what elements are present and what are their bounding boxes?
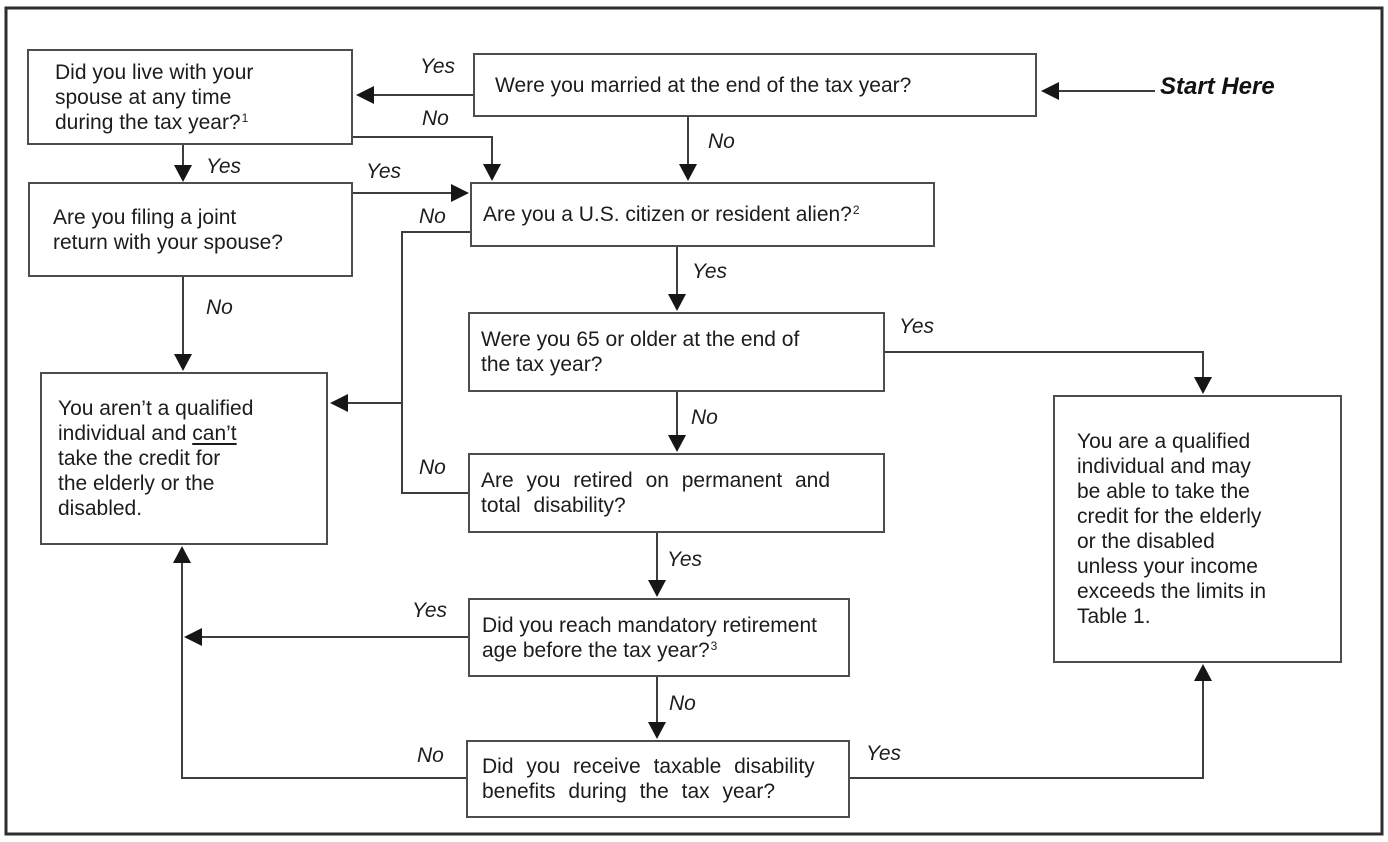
citizen-yes-arrowhead: [668, 294, 686, 311]
label-married-yes: Yes: [420, 55, 456, 78]
not-qualified-left-arrowhead: [330, 394, 348, 412]
edge-citizen-yes: [668, 247, 686, 311]
label-live-with-spouse-yes: Yes: [206, 155, 242, 178]
label-live-with-spouse-no: No: [422, 107, 449, 130]
node-not-qualified-text-before: You aren’t a qualified individual and: [58, 397, 254, 445]
edge-married-no: [679, 117, 697, 181]
label-citizen-yes: Yes: [692, 260, 728, 283]
node-retired-disability: Are you retired on permanent and total d…: [468, 453, 885, 533]
mandatory-age-no-arrowhead: [648, 722, 666, 739]
edge-start: [1041, 82, 1155, 100]
footnote-1-marker: 1: [241, 110, 249, 125]
label-age65-no: No: [691, 406, 718, 429]
node-age65: Were you 65 or older at the end of the t…: [468, 312, 885, 392]
node-married: Were you married at the end of the tax y…: [473, 53, 1037, 117]
figure-border: [4, 6, 1384, 836]
mandatory-age-yes-arrowhead: [184, 628, 202, 646]
benefits-yes-arrowhead: [1194, 664, 1212, 681]
start-here-label: Start Here: [1160, 73, 1275, 100]
retired-yes-arrowhead: [648, 580, 666, 597]
node-mandatory-age-text: Did you reach mandatory retirement age b…: [482, 613, 817, 662]
node-mandatory-age: Did you reach mandatory retirement age b…: [468, 598, 850, 677]
edge-benefits-no: [173, 546, 468, 779]
edge-age65-yes: [885, 351, 1212, 394]
node-age65-text: Were you 65 or older at the end of the t…: [481, 328, 800, 376]
edge-joint-return-yes: [353, 184, 469, 202]
node-qualified-text: You are a qualified individual and may b…: [1077, 430, 1267, 628]
start-arrowhead: [1041, 82, 1059, 100]
label-age65-yes: Yes: [899, 315, 935, 338]
married-yes-arrowhead: [356, 86, 374, 104]
label-retired-yes: Yes: [667, 548, 703, 571]
edge-mandatory-age-yes: [184, 628, 468, 646]
label-joint-return-yes: Yes: [366, 160, 402, 183]
edge-age65-no: [668, 392, 686, 452]
live-with-spouse-yes-arrowhead: [174, 165, 192, 182]
label-benefits-yes: Yes: [866, 742, 902, 765]
node-retired-disability-text: Are you retired on permanent and total d…: [481, 469, 831, 517]
label-retired-no: No: [419, 456, 446, 479]
edge-benefits-yes: [850, 664, 1212, 779]
node-taxable-benefits: Did you receive taxable disability benef…: [466, 740, 850, 818]
joint-return-no-arrowhead: [174, 354, 192, 371]
node-not-qualified: You aren’t a qualified individual and ca…: [40, 372, 328, 545]
node-live-with-spouse: Did you live with your spouse at any tim…: [27, 49, 353, 145]
node-live-with-spouse-text: Did you live with your spouse at any tim…: [55, 60, 254, 134]
label-married-no: No: [708, 130, 735, 153]
node-not-qualified-text-after: take the credit for the elderly or the d…: [58, 447, 221, 520]
node-taxable-benefits-text: Did you receive taxable disability benef…: [482, 755, 815, 803]
edge-retired-yes: [648, 533, 666, 597]
label-benefits-no: No: [417, 744, 444, 767]
label-mandatory-age-no: No: [669, 692, 696, 715]
node-citizen: Are you a U.S. citizen or resident alien…: [470, 182, 935, 247]
label-mandatory-age-yes: Yes: [412, 599, 448, 622]
edge-joint-return-no: [174, 277, 192, 371]
label-citizen-no: No: [419, 205, 446, 228]
married-no-arrowhead: [679, 164, 697, 181]
edge-mandatory-age-no: [648, 677, 666, 739]
footnote-2-marker: 2: [852, 203, 860, 217]
node-not-qualified-underlined: can’t: [192, 422, 237, 445]
edge-live-with-spouse-no: [353, 136, 501, 181]
age65-no-arrowhead: [668, 435, 686, 452]
node-married-text: Were you married at the end of the tax y…: [495, 73, 912, 97]
edge-married-yes: [356, 86, 473, 104]
node-joint-return-text: Are you filing a joint return with your …: [53, 205, 283, 254]
live-with-spouse-no-arrowhead: [483, 164, 501, 181]
node-citizen-text: Are you a U.S. citizen or resident alien…: [483, 203, 852, 226]
node-qualified: You are a qualified individual and may b…: [1053, 395, 1342, 663]
joint-return-yes-arrowhead: [451, 184, 469, 202]
footnote-3-marker: 3: [710, 638, 718, 653]
label-joint-return-no: No: [206, 296, 233, 319]
benefits-no-arrowhead: [173, 546, 191, 563]
edge-live-with-spouse-yes: [174, 145, 192, 182]
node-joint-return: Are you filing a joint return with your …: [28, 182, 353, 277]
age65-yes-arrowhead: [1194, 377, 1212, 394]
